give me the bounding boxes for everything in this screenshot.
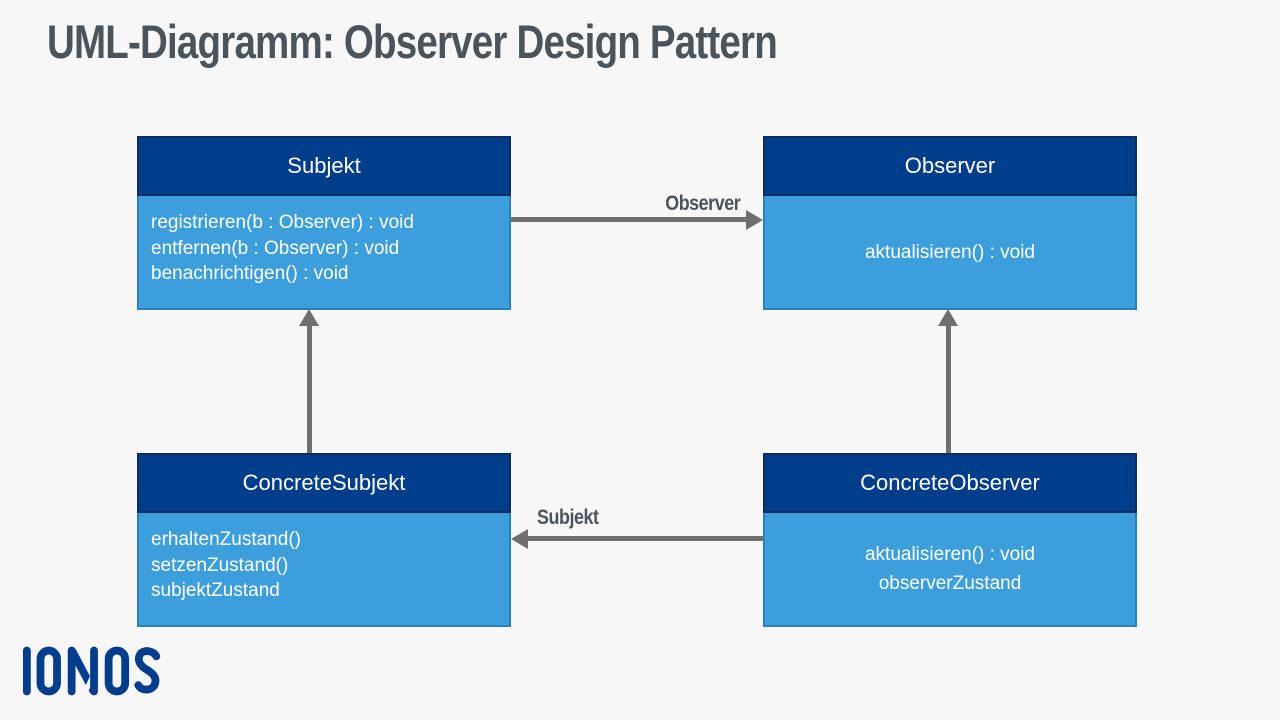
class-member: aktualisieren() : void <box>864 544 1036 565</box>
arrow-shaft <box>307 324 312 453</box>
class-body: aktualisieren() : void <box>763 196 1137 310</box>
arrow-shaft <box>946 324 951 453</box>
class-box-observer: Observer aktualisieren() : void <box>763 136 1137 310</box>
arrow-head-left-icon <box>511 529 528 549</box>
arrow-label-subjekt: Subjekt <box>537 506 599 529</box>
class-header: Observer <box>763 136 1137 196</box>
ionos-logo <box>22 645 168 697</box>
class-member: subjektZustand <box>151 580 280 601</box>
class-member: aktualisieren() : void <box>864 241 1036 263</box>
class-member: entfernen(b : Observer) : void <box>151 237 400 259</box>
class-header: ConcreteSubjekt <box>137 453 511 513</box>
class-box-concrete-observer: ConcreteObserver aktualisieren() : void … <box>763 453 1137 627</box>
class-name: ConcreteSubjekt <box>242 470 406 495</box>
arrow-label-observer: Observer <box>665 192 740 215</box>
ionos-logo-icon <box>22 646 161 696</box>
class-header: ConcreteObserver <box>763 453 1137 513</box>
page-title: UML-Diagramm: Observer Design Pattern <box>47 14 937 69</box>
class-member: observerZustand <box>878 573 1022 594</box>
class-member: benachrichtigen() : void <box>151 263 349 284</box>
arrow-shaft <box>511 217 748 222</box>
arrow-head-right-icon <box>746 210 763 230</box>
class-box-subjekt: Subjekt registrieren(b : Observer) : voi… <box>137 136 511 310</box>
class-member: setzenZustand() <box>151 554 289 576</box>
class-name: ConcreteObserver <box>860 470 1040 495</box>
class-body: erhaltenZustand() setzenZustand() subjek… <box>137 513 511 627</box>
class-member: registrieren(b : Observer) : void <box>151 212 414 233</box>
arrow-head-up-icon <box>938 309 958 326</box>
class-name: Observer <box>904 153 996 178</box>
class-body: registrieren(b : Observer) : void entfer… <box>137 196 511 310</box>
page-title-text: UML-Diagramm: Observer Design Pattern <box>47 15 778 68</box>
arrow-shaft <box>527 536 763 541</box>
arrow-head-up-icon <box>299 309 319 326</box>
class-body: aktualisieren() : void observerZustand <box>763 513 1137 627</box>
class-box-concrete-subjekt: ConcreteSubjekt erhaltenZustand() setzen… <box>137 453 511 627</box>
class-header: Subjekt <box>137 136 511 196</box>
class-member: erhaltenZustand() <box>151 529 301 550</box>
class-name: Subjekt <box>287 153 361 178</box>
